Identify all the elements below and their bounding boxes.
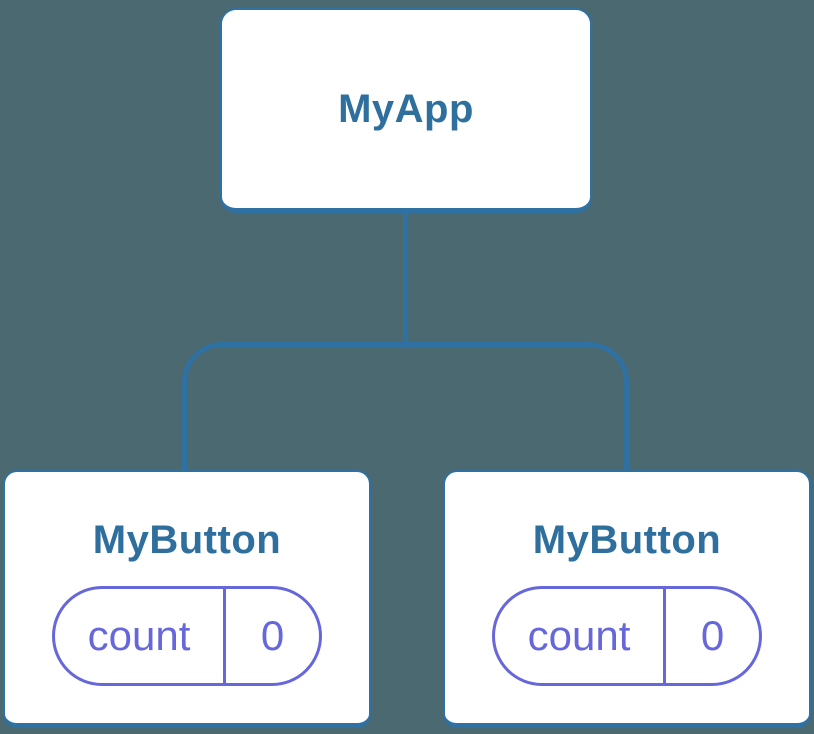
node-mybutton-left: MyButton count 0 [3, 470, 371, 728]
state-pill-left-value: 0 [260, 612, 285, 659]
state-pill-right: count 0 [492, 586, 762, 686]
node-mybutton-right-label: MyButton [532, 518, 722, 562]
state-pill-left-key: count [55, 589, 226, 683]
connector-branch-line [182, 342, 629, 470]
node-myapp-label: MyApp [338, 87, 474, 131]
connector-trunk-line [403, 211, 408, 347]
node-mybutton-right: MyButton count 0 [443, 470, 811, 728]
state-pill-right-value: 0 [700, 612, 725, 659]
node-myapp: MyApp [220, 8, 592, 213]
state-pill-left: count 0 [52, 586, 322, 686]
state-pill-right-key: count [495, 589, 666, 683]
node-mybutton-left-label: MyButton [92, 518, 282, 562]
